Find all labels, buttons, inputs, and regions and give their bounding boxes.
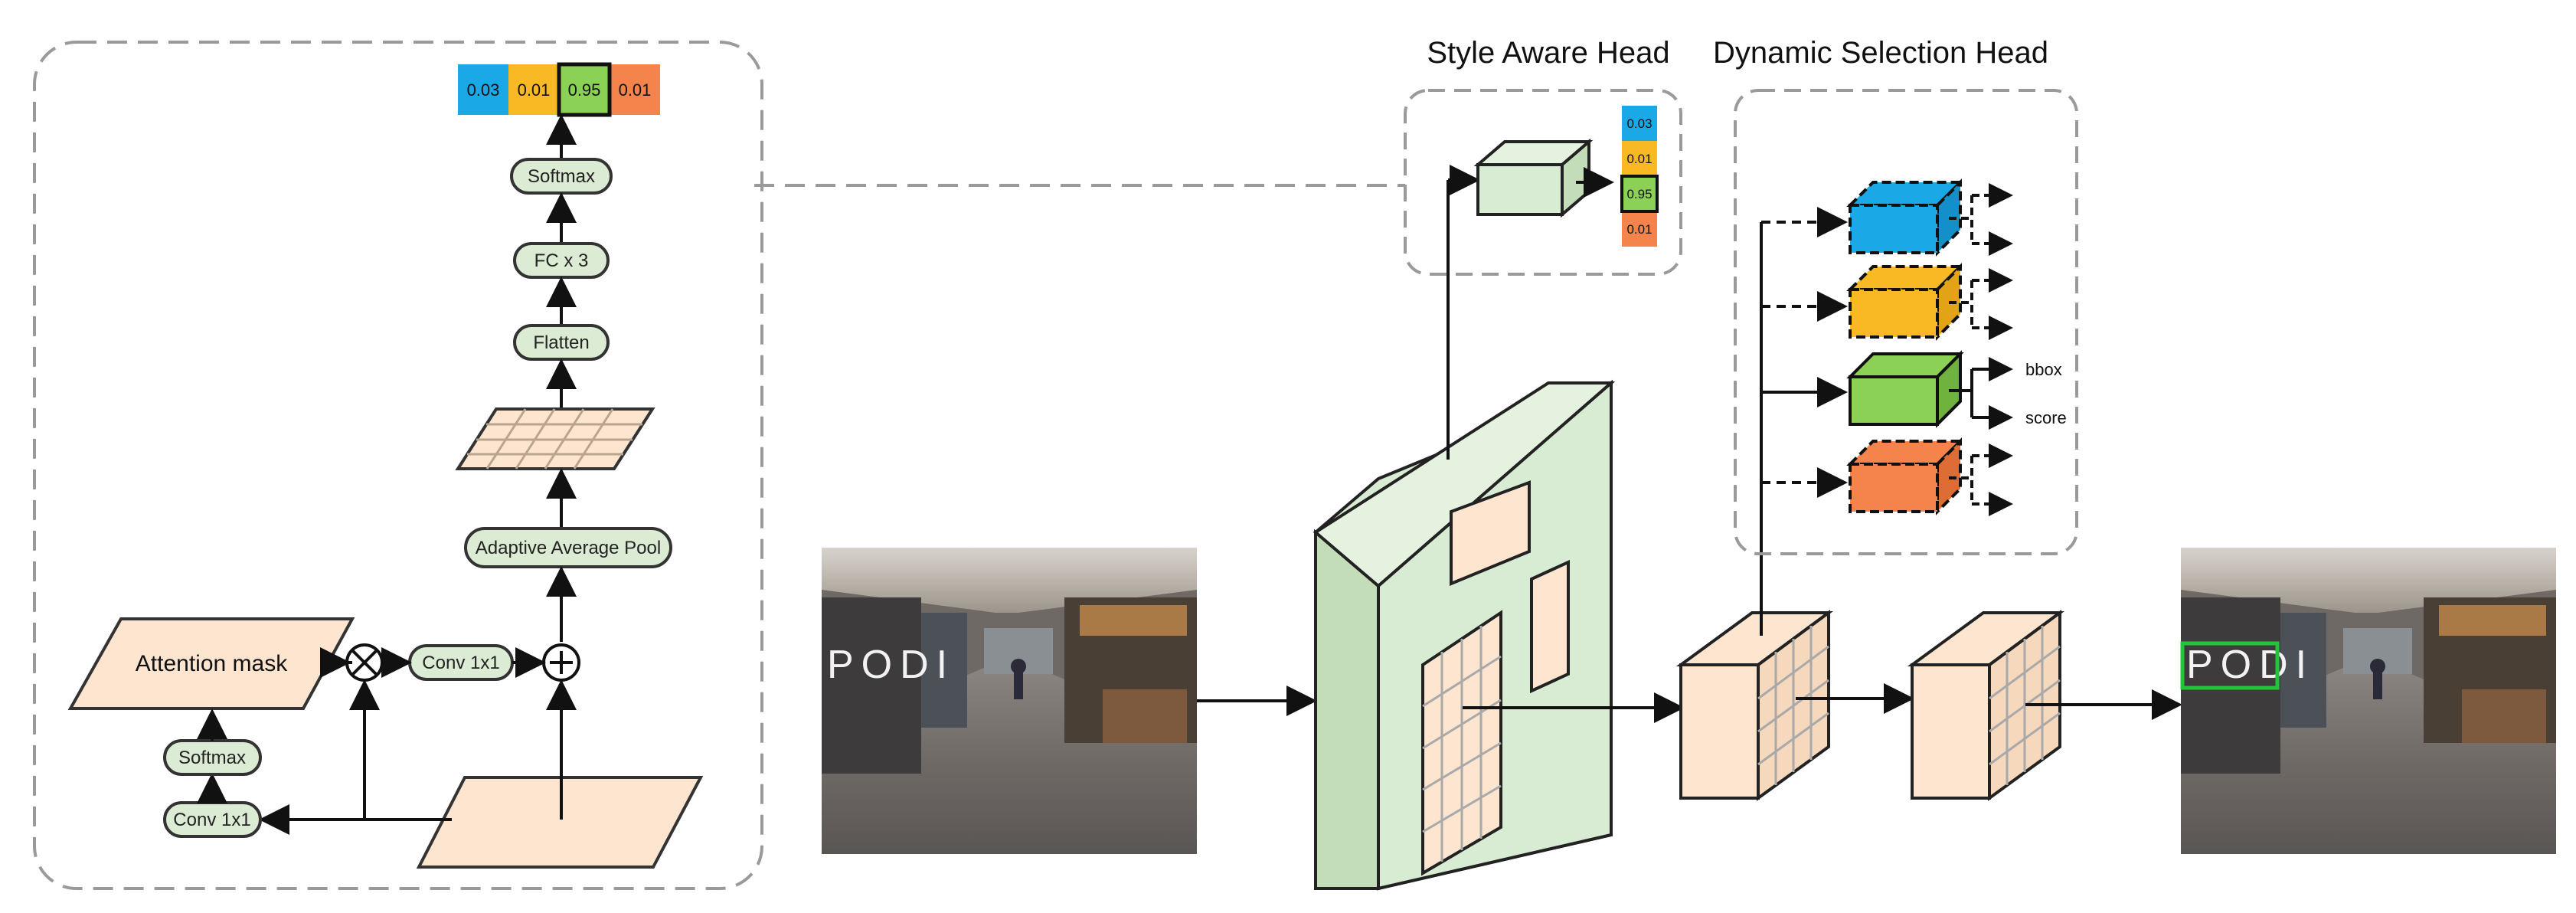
selection-head-green bbox=[1846, 350, 1964, 428]
selection-head-orange bbox=[1846, 437, 1964, 515]
selection-head-yellow bbox=[1846, 263, 1964, 341]
feature-map-1 bbox=[1675, 610, 1834, 801]
input-feature-map bbox=[416, 776, 704, 869]
detection-bbox bbox=[2180, 641, 2280, 690]
output-score-label: score bbox=[2025, 408, 2067, 427]
style-head-cube bbox=[1473, 138, 1594, 218]
svg-text:Flatten: Flatten bbox=[533, 332, 589, 353]
add-operator bbox=[542, 643, 580, 682]
fc-node: FC x 3 bbox=[513, 242, 610, 279]
svg-text:Softmax: Softmax bbox=[528, 166, 595, 187]
pooled-feature-grid bbox=[455, 407, 655, 470]
output-bbox-label: bbox bbox=[2025, 360, 2062, 379]
attention-module-border bbox=[33, 41, 763, 890]
svg-text:Adaptive Average Pool: Adaptive Average Pool bbox=[476, 538, 661, 558]
conv-bottom-node: Conv 1x1 bbox=[163, 801, 262, 838]
output-image: PODI bbox=[2180, 548, 2556, 854]
prob-value-3: 0.01 bbox=[619, 80, 652, 100]
softmax-top-node: Softmax bbox=[510, 158, 613, 195]
softmax-bottom-node: Softmax bbox=[163, 739, 262, 776]
svg-text:0.03: 0.03 bbox=[1626, 116, 1652, 131]
flatten-node: Flatten bbox=[513, 324, 610, 361]
probability-bar: 0.03 0.01 0.95 0.01 bbox=[458, 62, 660, 117]
input-image: PODI bbox=[822, 548, 1197, 854]
svg-text:Conv 1x1: Conv 1x1 bbox=[173, 810, 250, 830]
feature-map-2 bbox=[1907, 610, 2065, 801]
style-head-prob-bar: 0.03 0.01 0.95 0.01 bbox=[1620, 106, 1659, 247]
backbone-block bbox=[1313, 379, 1616, 891]
prob-value-2: 0.95 bbox=[568, 80, 601, 100]
style-aware-head-title: Style Aware Head bbox=[1427, 36, 1669, 70]
prob-value-0: 0.03 bbox=[467, 80, 500, 100]
style-aware-head-box bbox=[1404, 89, 1682, 276]
dynamic-selection-head-title: Dynamic Selection Head bbox=[1713, 36, 2048, 70]
prob-value-1: 0.01 bbox=[518, 80, 551, 100]
svg-text:Softmax: Softmax bbox=[178, 748, 246, 768]
svg-text:Conv 1x1: Conv 1x1 bbox=[422, 653, 499, 673]
attention-mask: Attention mask bbox=[67, 617, 355, 710]
svg-text:0.95: 0.95 bbox=[1626, 187, 1652, 201]
svg-text:0.01: 0.01 bbox=[1626, 222, 1652, 237]
svg-text:0.01: 0.01 bbox=[1626, 152, 1652, 166]
svg-text:Attention mask: Attention mask bbox=[136, 651, 288, 676]
selection-head-blue bbox=[1846, 178, 1964, 257]
output-image-sign: PODI bbox=[2186, 643, 2314, 687]
adaptive-pool-node: Adaptive Average Pool bbox=[464, 527, 672, 568]
attention-module-panel bbox=[33, 41, 763, 890]
conv-mid-node: Conv 1x1 bbox=[408, 644, 514, 681]
backbone-grid bbox=[1421, 610, 1502, 876]
svg-text:FC x 3: FC x 3 bbox=[534, 250, 589, 271]
input-image-sign: PODI bbox=[827, 643, 955, 687]
